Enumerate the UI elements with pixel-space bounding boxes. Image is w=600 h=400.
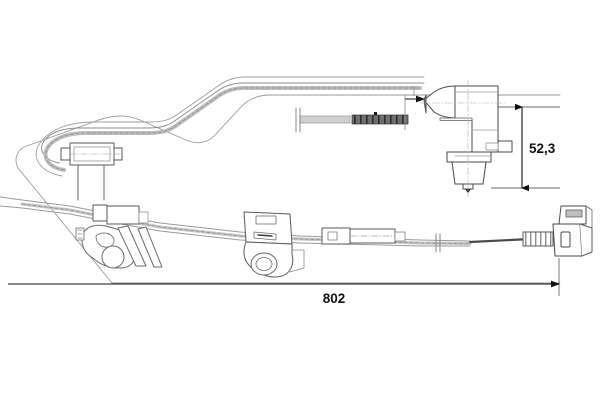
cable-inner-band xyxy=(43,86,422,172)
cable-marker-tick xyxy=(295,107,301,133)
bracket-eyelet xyxy=(75,224,163,269)
harness-strain-tick xyxy=(435,233,441,253)
harness-sleeve-blocks xyxy=(321,227,406,245)
harness-left-stub xyxy=(0,196,23,209)
end-connector-plug xyxy=(522,205,593,257)
dimension-length-802: 802 xyxy=(8,258,560,306)
dimension-nose-arrow xyxy=(404,86,425,130)
upper-view-group xyxy=(15,76,561,284)
lower-view-group xyxy=(0,196,593,278)
dimension-label-height: 52,3 xyxy=(529,141,556,156)
cable-ribbed-sleeve xyxy=(351,112,409,125)
dimension-height-52-3: 52,3 xyxy=(491,103,560,192)
dimension-label-length: 802 xyxy=(323,291,346,306)
mid-clamp xyxy=(243,211,305,278)
sensor-cable xyxy=(35,76,425,177)
cable-sleeve-upper-strip xyxy=(299,115,351,124)
sensor-body xyxy=(419,79,513,197)
cable-T-junction-clamp xyxy=(60,142,123,201)
harness-left-ferrule xyxy=(92,204,149,225)
